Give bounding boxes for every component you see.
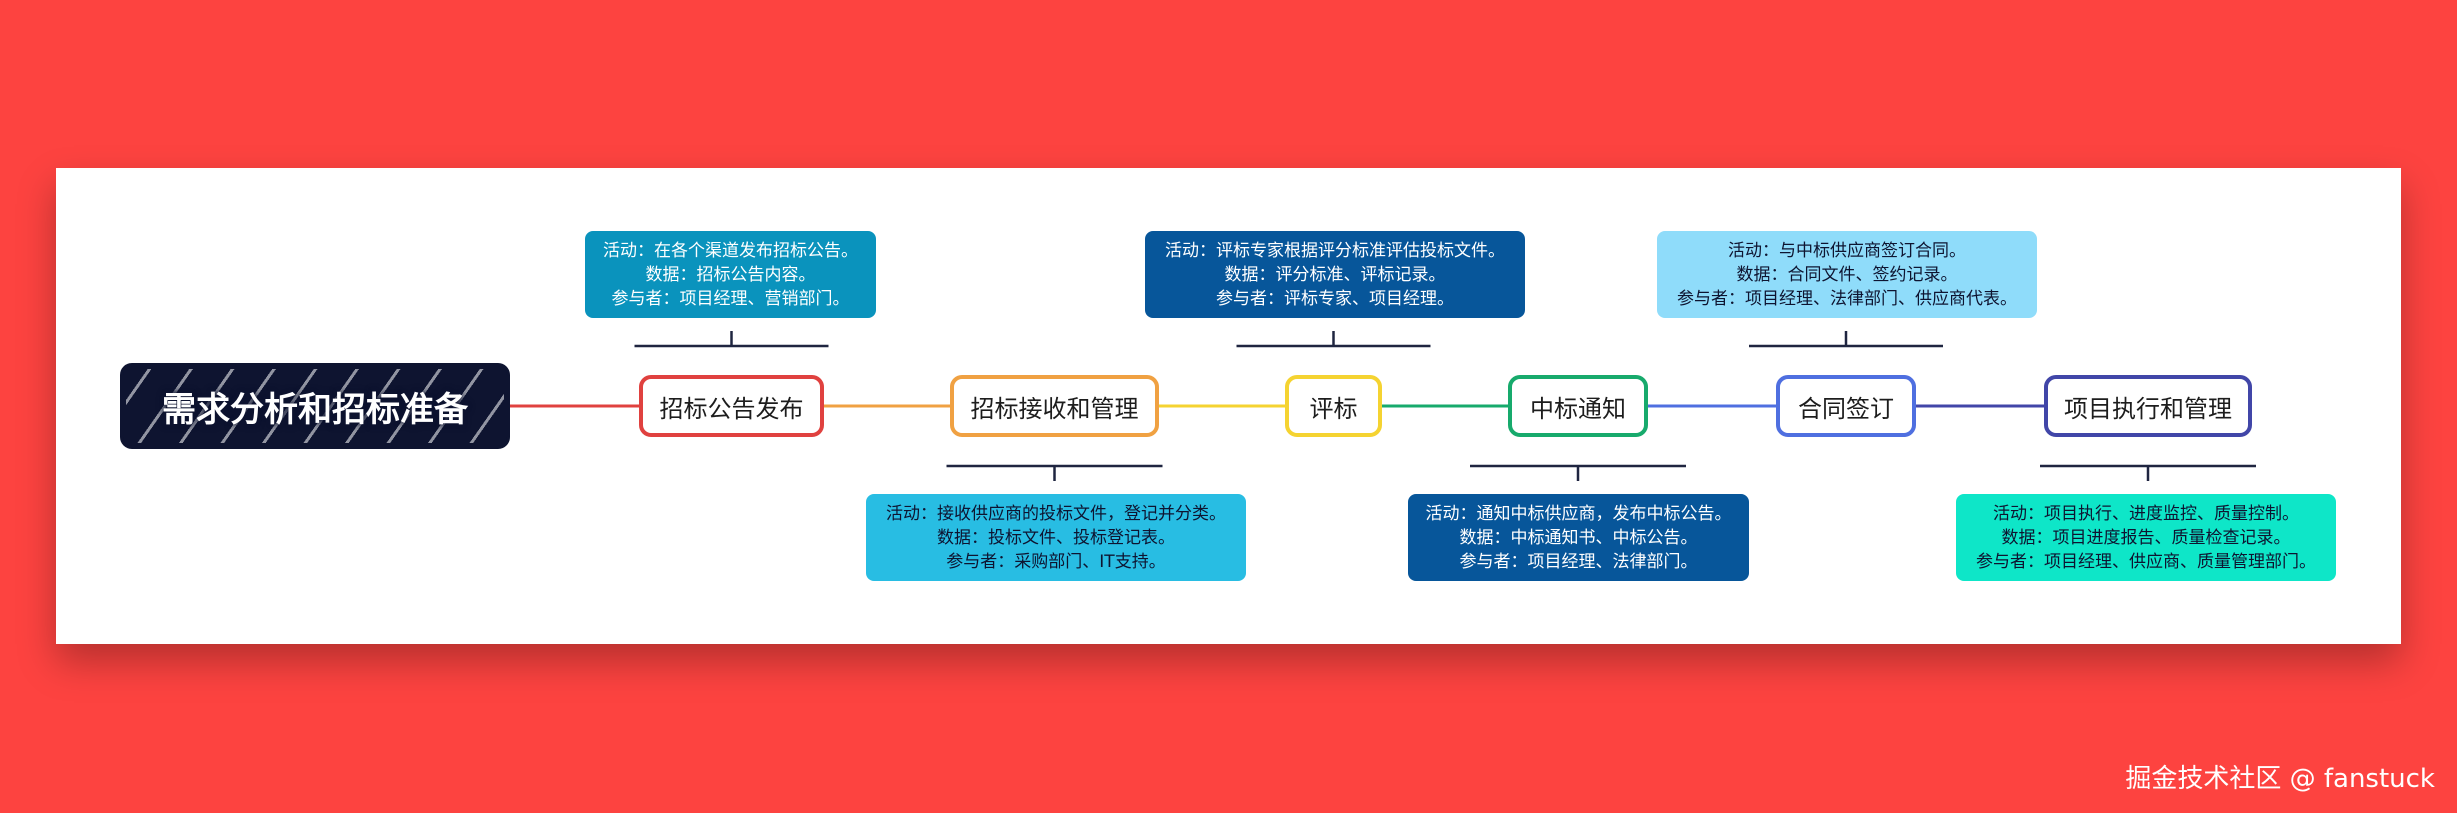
info-participants: 参与者：项目经理、法律部门、供应商代表。: [1677, 288, 2017, 309]
info-card-bid-receipt[interactable]: 活动：接收供应商的投标文件，登记并分类。 数据：投标文件、投标登记表。 参与者：…: [866, 494, 1246, 581]
info-card-award-notice[interactable]: 活动：通知中标供应商，发布中标公告。 数据：中标通知书、中标公告。 参与者：项目…: [1408, 494, 1749, 581]
info-activity: 活动：通知中标供应商，发布中标公告。: [1425, 503, 1732, 524]
info-card-tender-announcement[interactable]: 活动：在各个渠道发布招标公告。 数据：招标公告内容。 参与者：项目经理、营销部门…: [585, 231, 876, 318]
step-label: 合同签订: [1798, 394, 1894, 423]
step-node-bid-receipt[interactable]: 招标接收和管理: [950, 375, 1159, 437]
info-participants: 参与者：评标专家、项目经理。: [1216, 288, 1454, 309]
info-participants: 参与者：项目经理、法律部门。: [1459, 551, 1698, 572]
info-data: 数据：中标通知书、中标公告。: [1459, 527, 1698, 548]
info-activity: 活动：项目执行、进度监控、质量控制。: [1993, 503, 2299, 524]
step-node-tender-announcement[interactable]: 招标公告发布: [639, 375, 824, 437]
step-label: 招标接收和管理: [970, 394, 1139, 423]
step-label: 评标: [1309, 394, 1358, 423]
info-data: 数据：评分标准、评标记录。: [1224, 264, 1446, 285]
info-card-bid-evaluation[interactable]: 活动：评标专家根据评分标准评估投标文件。 数据：评分标准、评标记录。 参与者：评…: [1145, 231, 1525, 318]
info-data: 数据：招标公告内容。: [645, 264, 816, 285]
connector-layer: [510, 331, 2256, 481]
info-participants: 参与者：项目经理、营销部门。: [611, 288, 850, 309]
info-data: 数据：合同文件、签约记录。: [1736, 264, 1958, 285]
info-activity: 活动：评标专家根据评分标准评估投标文件。: [1165, 240, 1505, 261]
info-card-contract-signing[interactable]: 活动：与中标供应商签订合同。 数据：合同文件、签约记录。 参与者：项目经理、法律…: [1657, 231, 2037, 318]
mindmap-canvas: 需求分析和招标准备 招标公告发布 招标接收和管理 评标 中标通知 合同签订 项目…: [56, 168, 2401, 644]
info-card-project-execution[interactable]: 活动：项目执行、进度监控、质量控制。 数据：项目进度报告、质量检查记录。 参与者…: [1956, 494, 2336, 581]
info-participants: 参与者：采购部门、IT支持。: [946, 551, 1166, 572]
root-topic[interactable]: 需求分析和招标准备: [120, 363, 510, 449]
root-topic-label: 需求分析和招标准备: [162, 389, 468, 430]
step-node-contract-signing[interactable]: 合同签订: [1776, 375, 1916, 437]
info-activity: 活动：在各个渠道发布招标公告。: [603, 240, 858, 261]
step-node-award-notice[interactable]: 中标通知: [1508, 375, 1648, 437]
info-activity: 活动：接收供应商的投标文件，登记并分类。: [886, 503, 1226, 524]
step-node-bid-evaluation[interactable]: 评标: [1285, 375, 1382, 437]
info-data: 数据：项目进度报告、质量检查记录。: [2001, 527, 2291, 548]
watermark: 掘金技术社区 @ fanstuck: [2125, 764, 2435, 794]
step-label: 中标通知: [1530, 394, 1626, 423]
step-node-project-execution[interactable]: 项目执行和管理: [2044, 375, 2252, 437]
info-data: 数据：投标文件、投标登记表。: [937, 527, 1175, 548]
info-activity: 活动：与中标供应商签订合同。: [1728, 240, 1966, 261]
step-label: 项目执行和管理: [2064, 394, 2232, 423]
info-participants: 参与者：项目经理、供应商、质量管理部门。: [1976, 551, 2316, 572]
step-label: 招标公告发布: [659, 394, 804, 423]
